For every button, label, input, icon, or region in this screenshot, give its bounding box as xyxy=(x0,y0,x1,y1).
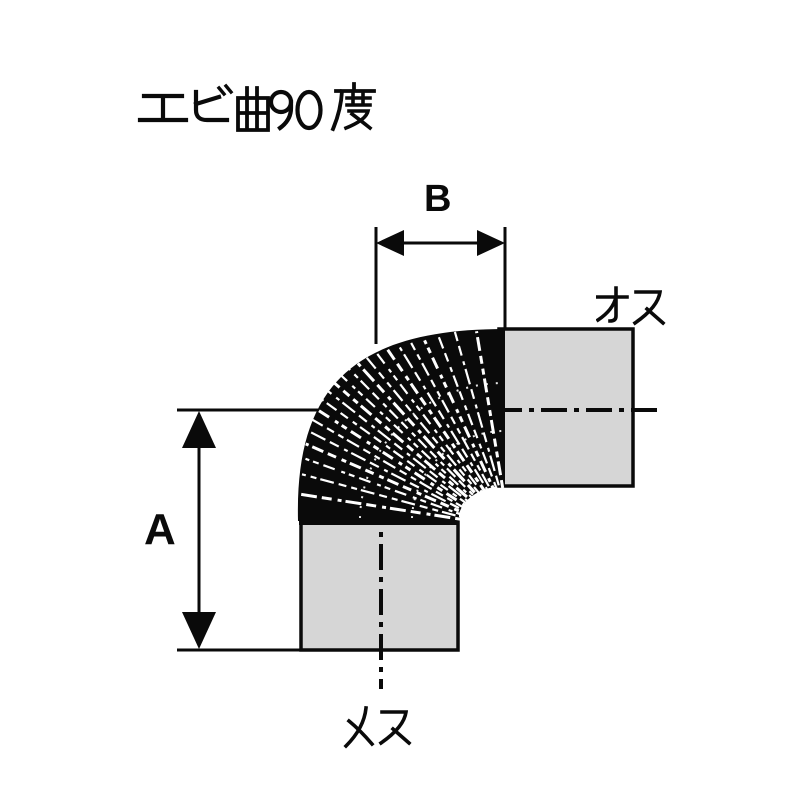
corrugation-ring xyxy=(301,473,462,519)
female-pipe xyxy=(299,499,460,689)
glyph-su xyxy=(632,290,666,326)
dimension-a-arrow-down xyxy=(182,612,216,649)
dimension-a-arrow-up xyxy=(182,411,216,448)
glyph-o xyxy=(596,286,629,323)
female-end-label xyxy=(342,704,422,750)
page-title-glyphs xyxy=(137,82,376,132)
corrugation-ring xyxy=(475,330,505,489)
corrugation-ring xyxy=(303,457,463,516)
corrugation-ring xyxy=(320,398,468,505)
corrugation-ring xyxy=(383,344,487,493)
corrugation-ring xyxy=(300,492,462,521)
dimension-b-arrow-right xyxy=(477,230,505,256)
elbow-body xyxy=(297,329,505,521)
corrugation-ring xyxy=(325,389,470,503)
corrugation-ring xyxy=(315,407,467,508)
elbow-corrugation-rings xyxy=(300,330,505,521)
dimension-b-label: B xyxy=(424,178,452,220)
corrugation-ring xyxy=(331,380,472,502)
corrugation-ring xyxy=(453,331,501,489)
male-pipe xyxy=(496,327,662,488)
corrugation-ring xyxy=(407,337,492,491)
glyph-do xyxy=(330,82,376,132)
corrugation-ring xyxy=(420,334,495,490)
corrugation-ring xyxy=(307,430,464,512)
glyph-su xyxy=(378,710,412,746)
female-end-label-glyphs xyxy=(343,706,412,749)
dimension-b xyxy=(374,227,507,344)
corrugation-ring xyxy=(338,372,474,500)
corrugation-ring xyxy=(346,366,476,498)
dimension-a xyxy=(177,408,318,652)
corrugation-ring xyxy=(436,332,498,489)
glyph-9 xyxy=(268,89,294,131)
corrugation-ring xyxy=(305,442,464,514)
corrugation-ring xyxy=(311,418,466,510)
corrugation-ring xyxy=(354,359,479,497)
glyph-0 xyxy=(295,89,323,131)
glyph-me xyxy=(343,706,375,749)
dimension-a-label: A xyxy=(144,505,176,554)
corrugation-ring xyxy=(363,353,481,495)
glyph-bi xyxy=(193,83,234,123)
male-end-label xyxy=(596,284,676,330)
corrugation-ring xyxy=(395,340,489,492)
male-end-label-glyphs xyxy=(596,286,666,326)
dimension-b-arrow-left xyxy=(376,230,404,256)
corrugation-ring xyxy=(373,348,484,494)
glyph-magari xyxy=(236,86,270,132)
page-title xyxy=(0,0,800,150)
glyph-e xyxy=(137,93,189,123)
